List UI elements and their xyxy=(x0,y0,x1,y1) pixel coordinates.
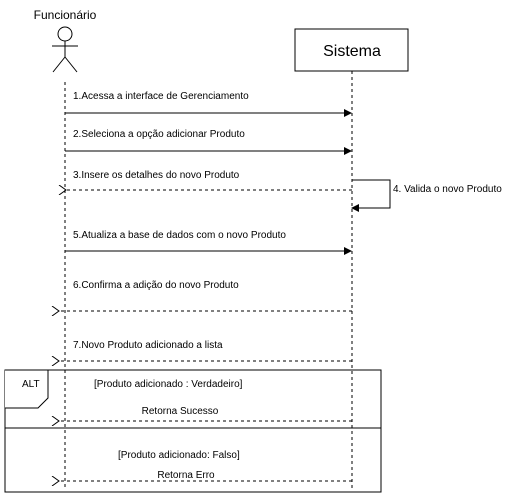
message-7-label: 7.Novo Produto adicionado a lista xyxy=(73,340,223,351)
alt-fragment: ALT [Produto adicionado : Verdadeiro] Re… xyxy=(4,369,382,493)
message-6-label: 6.Confirma a adição do novo Produto xyxy=(73,280,239,291)
alt-fragment-tab xyxy=(5,369,49,409)
message-3-label: 3.Insere os detalhes do novo Produto xyxy=(73,170,240,181)
message-5-label: 5.Atualiza a base de dados com o novo Pr… xyxy=(73,230,286,241)
stick-figure-icon xyxy=(52,26,78,73)
message-4-label: 4. Valida o novo Produto xyxy=(393,184,502,195)
actor-name: Funcionário xyxy=(34,8,97,22)
alt-fragment-label: ALT xyxy=(22,379,40,390)
alt-guard-true: [Produto adicionado : Verdadeiro] xyxy=(94,379,243,390)
message-2-label: 2.Seleciona a opção adicionar Produto xyxy=(73,129,245,140)
system-name: Sistema xyxy=(323,43,381,60)
alt-guard-false: [Produto adicionado: Falso] xyxy=(118,450,240,461)
alt-message-success-label: Retorna Sucesso xyxy=(142,406,219,417)
system-box: Sistema xyxy=(294,28,409,72)
alt-message-error-label: Retorna Erro xyxy=(157,470,215,481)
message-1-label: 1.Acessa a interface de Gerenciamento xyxy=(73,91,249,102)
message-4-self-arrow xyxy=(351,179,391,212)
